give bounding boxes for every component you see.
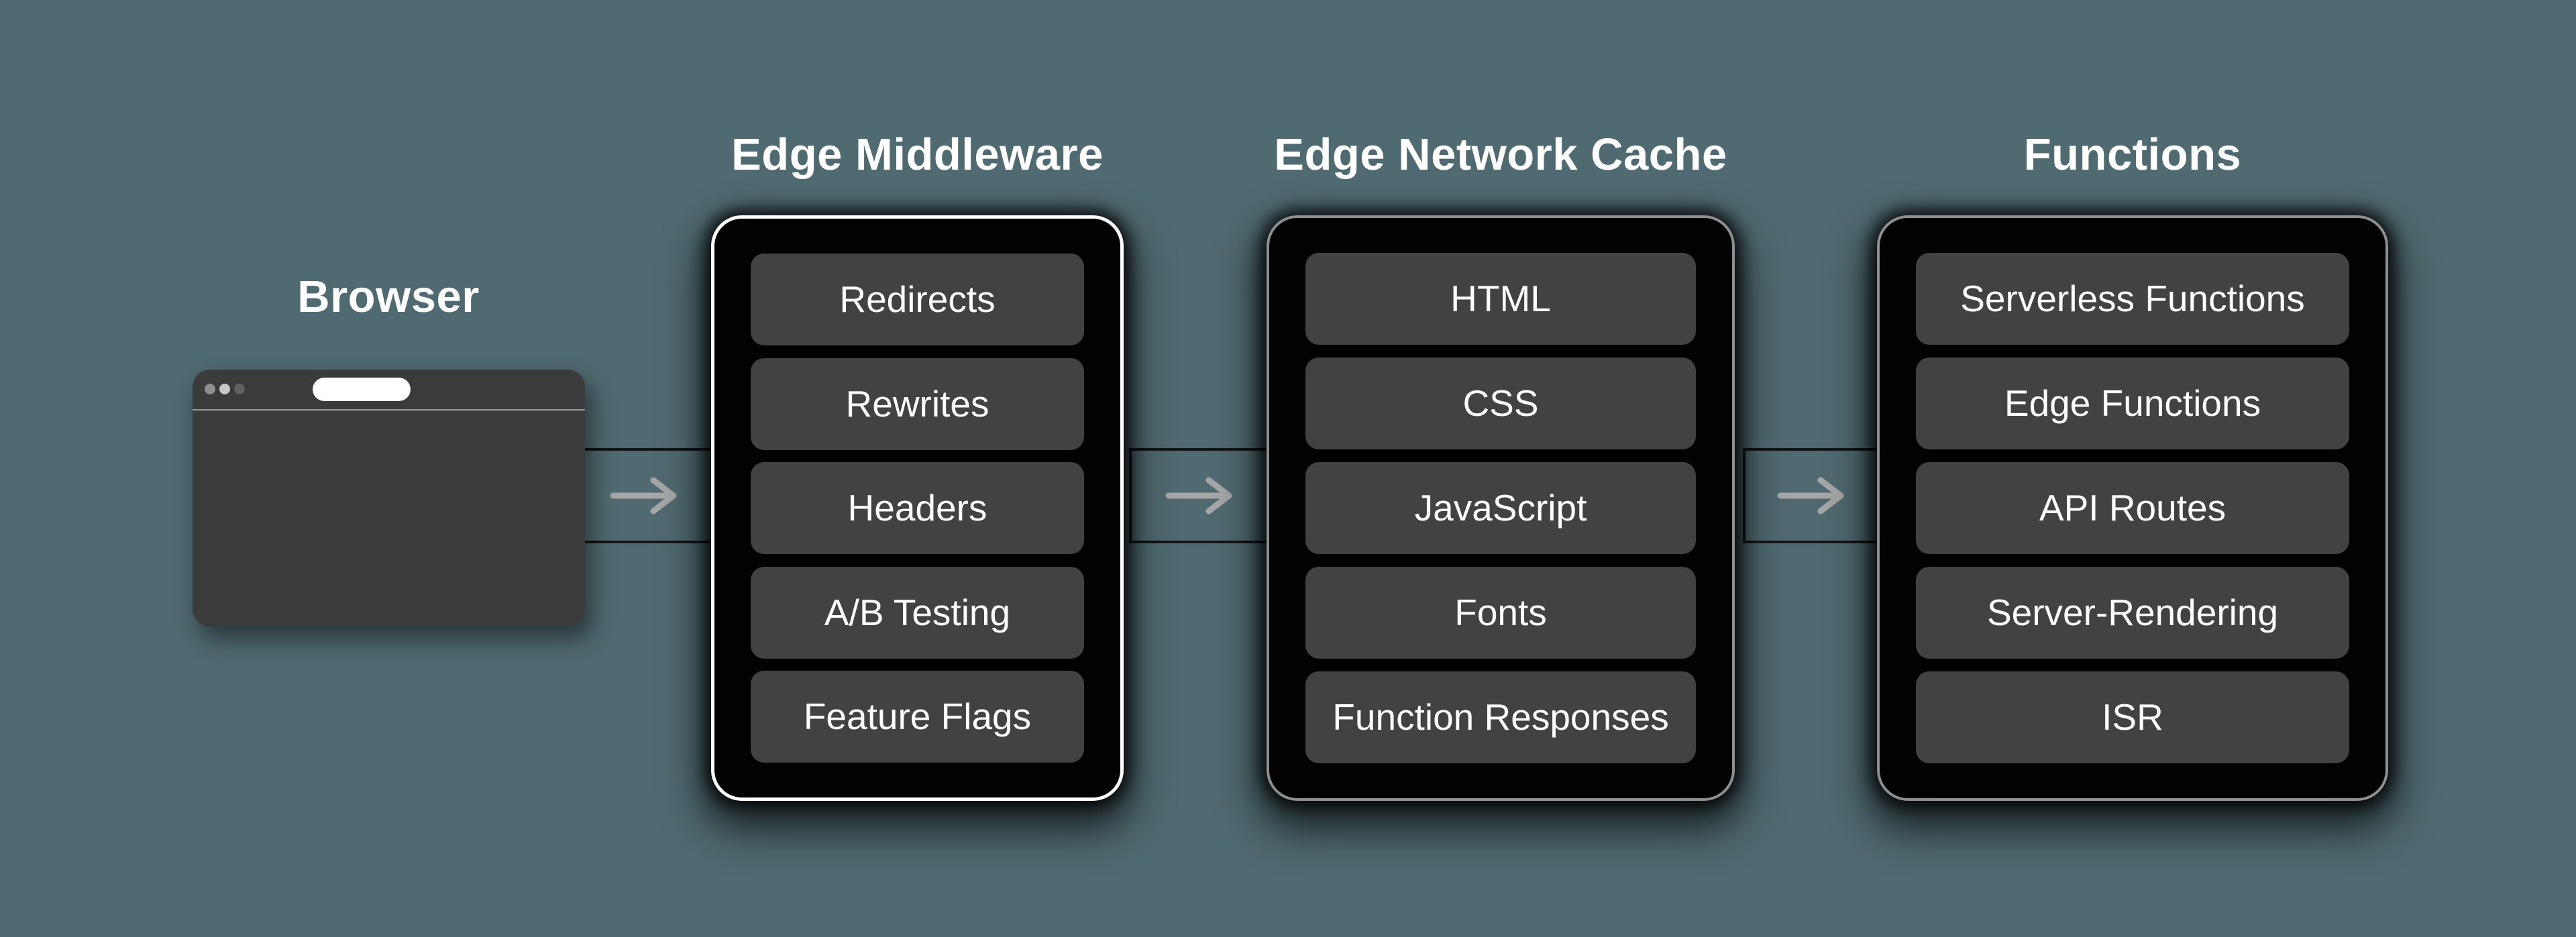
pill-api-routes: API Routes <box>1916 462 2349 554</box>
panel-functions: Serverless Functions Edge Functions API … <box>1877 215 2388 801</box>
pill-headers: Headers <box>751 462 1084 554</box>
browser-topbar <box>193 370 585 410</box>
panel-edge-network-cache: HTML CSS JavaScript Fonts Function Respo… <box>1267 215 1735 801</box>
pill-css: CSS <box>1305 357 1696 449</box>
panel-edge-middleware: Redirects Rewrites Headers A/B Testing F… <box>711 215 1124 801</box>
pill-rewrites: Rewrites <box>751 357 1084 450</box>
address-bar <box>313 378 411 401</box>
window-control-dot-icon <box>234 384 245 394</box>
pill-javascript: JavaScript <box>1305 462 1696 554</box>
pill-redirects: Redirects <box>751 254 1084 345</box>
window-control-dot-icon <box>205 384 215 394</box>
pill-function-responses: Function Responses <box>1305 671 1696 763</box>
browser-window <box>193 370 585 626</box>
column-title-edge-middleware: Edge Middleware <box>731 129 1104 180</box>
pill-fonts: Fonts <box>1305 567 1696 659</box>
window-control-dot-icon <box>219 384 230 394</box>
pill-feature-flags: Feature Flags <box>751 671 1084 763</box>
browser-node-title: Browser <box>297 272 480 322</box>
pill-serverless-functions: Serverless Functions <box>1916 253 2349 345</box>
pill-ab-testing: A/B Testing <box>751 566 1084 659</box>
pill-server-rendering: Server-Rendering <box>1916 567 2349 659</box>
column-title-functions: Functions <box>2023 129 2242 180</box>
column-title-edge-network-cache: Edge Network Cache <box>1274 129 1727 180</box>
flow-connector <box>1743 448 1882 543</box>
flow-connector <box>1129 448 1272 543</box>
pill-isr: ISR <box>1916 671 2349 763</box>
arrow-right-icon <box>610 477 677 514</box>
pill-edge-functions: Edge Functions <box>1916 357 2349 449</box>
pill-html: HTML <box>1305 253 1696 345</box>
arrow-right-icon <box>1165 477 1232 514</box>
flow-connector <box>574 448 716 543</box>
arrow-right-icon <box>1777 477 1844 514</box>
